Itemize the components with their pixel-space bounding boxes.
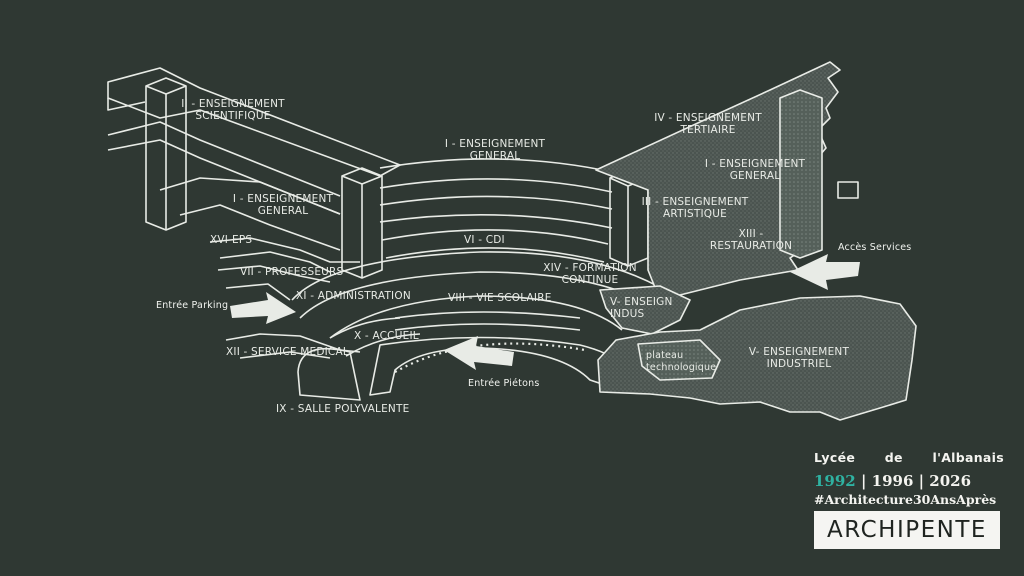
label-line: SCIENTIFIQUE xyxy=(195,110,271,122)
label-line: technologique xyxy=(646,362,717,373)
label-line: XIII - xyxy=(738,228,764,240)
label-line: XIV - FORMATION xyxy=(543,262,637,274)
label-enseignement-tertiaire: IV - ENSEIGNEMENT TERTIAIRE xyxy=(652,112,764,136)
label-enseignement-industriel: V- ENSEIGNEMENT INDUSTRIEL xyxy=(740,346,858,370)
label-enseignement-general-right: I - ENSEIGNEMENT GENERAL xyxy=(700,158,810,182)
block-general-center xyxy=(379,158,613,229)
label-line: V- ENSEIGN xyxy=(610,296,673,308)
label-vie-scolaire: VIII - VIE SCOLAIRE xyxy=(448,292,552,304)
parking-arrow xyxy=(230,292,296,324)
label-line: V- ENSEIGNEMENT xyxy=(748,346,850,358)
label-salle-polyvalente: IX - SALLE POLYVALENTE xyxy=(276,403,410,415)
label-line: I - ENSEIGNEMENT xyxy=(444,138,546,150)
label-entree-parking: Entrée Parking xyxy=(156,300,229,311)
label-enseignement-general-center: I - ENSEIGNEMENT GENERAL xyxy=(440,138,550,162)
services-arrow xyxy=(790,254,860,290)
wing-general-left xyxy=(159,177,341,251)
block-indus-small xyxy=(599,285,691,335)
label-administration: XI - ADMINISTRATION xyxy=(296,290,411,302)
block-accueil xyxy=(329,317,421,357)
label-enseignement-general-left: I - ENSEIGNEMENT GENERAL xyxy=(228,193,338,217)
hashtag: #Architecture30AnsAprès xyxy=(814,492,997,507)
school-word: de xyxy=(884,450,903,465)
label-line: I - ENSEIGNEMENT xyxy=(232,193,334,205)
label-line: II - ENSEIGNEMENT xyxy=(181,98,285,110)
label-line: III - ENSEIGNEMENT xyxy=(641,196,749,208)
label-restauration: XIII - RESTAURATION xyxy=(704,228,798,252)
block-plateau xyxy=(637,339,721,381)
block-cdi xyxy=(381,229,609,263)
label-line: ARTISTIQUE xyxy=(663,208,727,220)
logo-text: ARCHIPENTE xyxy=(827,517,987,543)
tower-center-left xyxy=(341,167,383,279)
years-line: 1992 | 1996 | 2026 xyxy=(814,472,1004,490)
label-cdi: VI - CDI xyxy=(464,234,505,246)
archipente-logo: ARCHIPENTE xyxy=(814,511,1000,549)
label-entree-pietons: Entrée Piétons xyxy=(468,378,540,389)
small-window xyxy=(837,181,859,199)
pietons-arrow xyxy=(444,336,514,370)
label-enseignement-artistique: III - ENSEIGNEMENT ARTISTIQUE xyxy=(638,196,752,220)
label-enseign-indus: V- ENSEIGN INDUS xyxy=(610,296,673,320)
block-professeurs xyxy=(217,265,331,301)
label-line: RESTAURATION xyxy=(709,240,793,252)
label-line: GENERAL xyxy=(729,170,781,182)
block-industriel xyxy=(597,295,917,421)
branding-block: Lycée de l'Albanais 1992 | 1996 | 2026 #… xyxy=(814,450,1004,549)
label-line: INDUSTRIEL xyxy=(766,358,832,370)
label-enseignement-scientifique: II - ENSEIGNEMENT SCIENTIFIQUE xyxy=(178,98,288,122)
label-line: INDUS xyxy=(610,308,645,320)
label-line: plateau xyxy=(646,350,684,361)
block-eps xyxy=(209,237,360,273)
label-line: GENERAL xyxy=(469,150,521,162)
label-line: CONTINUE xyxy=(561,274,619,286)
label-accueil: X - ACCUEIL xyxy=(354,330,419,342)
label-line: IV - ENSEIGNEMENT xyxy=(654,112,762,124)
years-rest: | 1996 | 2026 xyxy=(855,472,972,490)
label-line: I - ENSEIGNEMENT xyxy=(704,158,806,170)
label-formation-continue: XIV - FORMATION CONTINUE xyxy=(538,262,642,286)
tower-right xyxy=(779,89,823,259)
label-plateau-technologique: plateau technologique xyxy=(646,350,716,374)
school-word: Lycée xyxy=(814,450,856,465)
tower-left xyxy=(145,77,187,231)
label-eps: XVI-EPS xyxy=(210,234,253,246)
school-name: Lycée de l'Albanais xyxy=(814,450,1004,465)
school-word: l'Albanais xyxy=(932,450,1004,465)
label-line: GENERAL xyxy=(257,205,309,217)
label-professeurs: VII - PROFESSEURS xyxy=(240,266,344,278)
label-service-medical: XII - SERVICE MEDICAL xyxy=(226,346,349,358)
label-acces-services: Accès Services xyxy=(838,242,912,253)
year-highlight: 1992 xyxy=(814,472,856,490)
label-line: TERTIAIRE xyxy=(680,124,736,136)
